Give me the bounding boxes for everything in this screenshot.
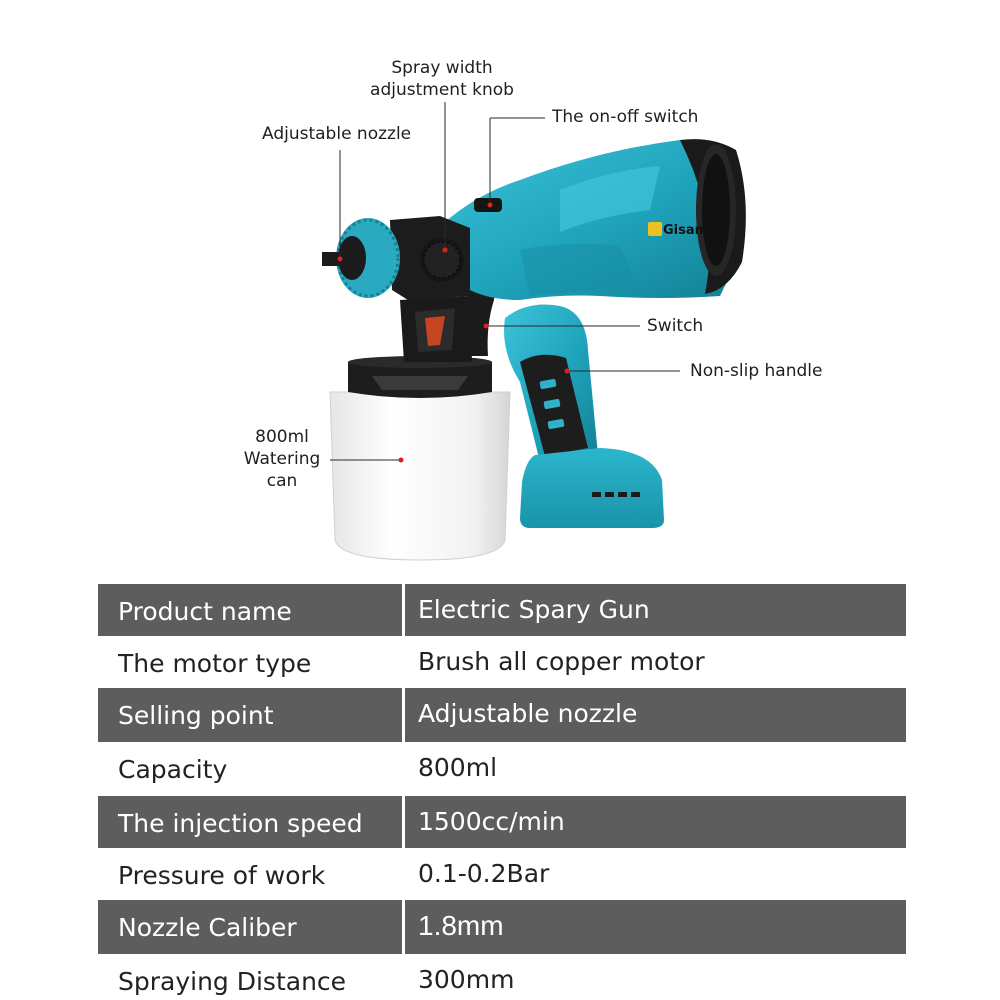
neck bbox=[400, 296, 472, 362]
spec-name: Spraying Distance bbox=[118, 967, 347, 996]
spec-name: Nozzle Caliber bbox=[118, 913, 297, 942]
on-off-switch-label: The on-off switch bbox=[552, 107, 699, 127]
product-diagram: Gisam bbox=[232, 57, 823, 561]
nozzle-assembly bbox=[322, 216, 470, 300]
spec-row-injection-speed: The injection speed 1500cc/min bbox=[98, 796, 906, 850]
cell-divider bbox=[402, 688, 405, 742]
spec-value: 1500cc/min bbox=[418, 807, 565, 836]
watering-can-label: 800ml Watering can bbox=[232, 426, 332, 492]
callout-lines bbox=[330, 102, 680, 461]
spec-name: The injection speed bbox=[118, 809, 363, 838]
watering-can-label-line3: can bbox=[266, 471, 298, 491]
spec-value: Electric Spary Gun bbox=[418, 595, 650, 624]
spray-width-label-line1: Spray width bbox=[391, 58, 493, 78]
watering-can bbox=[329, 356, 511, 561]
brand-logo: Gisam bbox=[663, 223, 708, 238]
cell-divider bbox=[402, 796, 405, 850]
spec-value: Adjustable nozzle bbox=[418, 699, 638, 728]
watering-can-label-line1: 800ml bbox=[255, 427, 309, 447]
callout-markers bbox=[337, 202, 570, 463]
spec-name: Product name bbox=[118, 597, 292, 626]
cell-divider bbox=[402, 900, 405, 954]
spec-value: Brush all copper motor bbox=[418, 647, 705, 676]
spec-name: Capacity bbox=[118, 755, 228, 784]
switch-label: Switch bbox=[647, 316, 704, 336]
spray-width-knob-label: Spray width adjustment knob bbox=[362, 57, 522, 101]
cell-divider bbox=[402, 584, 405, 638]
spec-value: 800ml bbox=[418, 753, 498, 782]
adjustable-nozzle-label: Adjustable nozzle bbox=[262, 124, 412, 144]
spray-width-label-line2: adjustment knob bbox=[370, 80, 514, 100]
spec-row-nozzle-caliber: Nozzle Caliber 1.8mm bbox=[98, 900, 906, 954]
spec-row-selling-point: Selling point Adjustable nozzle bbox=[98, 688, 906, 742]
spec-row-capacity: Capacity 800ml bbox=[98, 742, 906, 796]
spec-row-spraying-distance: Spraying Distance 300mm bbox=[98, 954, 906, 1000]
spec-value: 1.8mm bbox=[418, 910, 504, 941]
spec-value: 0.1-0.2Bar bbox=[418, 859, 550, 888]
non-slip-handle-label: Non-slip handle bbox=[690, 361, 823, 381]
battery-base bbox=[520, 448, 664, 528]
spec-name: Pressure of work bbox=[118, 861, 326, 890]
spec-name: The motor type bbox=[118, 649, 312, 678]
spec-row-work-pressure: Pressure of work 0.1-0.2Bar bbox=[98, 848, 906, 902]
spec-value: 300mm bbox=[418, 965, 515, 994]
watering-can-label-line2: Watering bbox=[243, 449, 321, 469]
spec-row-motor-type: The motor type Brush all copper motor bbox=[98, 636, 906, 690]
spray-gun-illustration: Gisam bbox=[322, 102, 746, 561]
spec-name: Selling point bbox=[118, 701, 274, 730]
spec-row-product-name: Product name Electric Spary Gun bbox=[98, 584, 906, 638]
gun-body: Gisam bbox=[432, 139, 746, 300]
handle bbox=[504, 304, 598, 462]
